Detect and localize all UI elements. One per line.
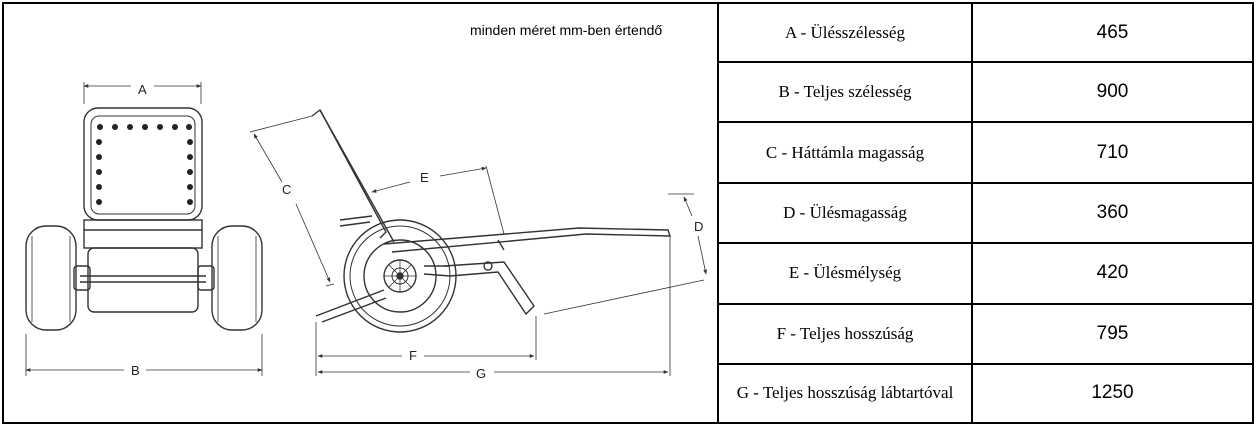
table-row: A - Ülésszélesség 465 — [719, 4, 1252, 64]
spec-label: C - Háttámla magasság — [719, 122, 973, 184]
spec-label: D - Ülésmagasság — [719, 182, 973, 245]
dim-label-c: C — [282, 182, 291, 197]
spec-value: 465 — [972, 4, 1252, 64]
spec-sheet: minden méret mm-ben értendő — [2, 2, 1254, 424]
side-view — [249, 108, 707, 376]
spec-value: 710 — [972, 122, 1252, 184]
spec-label: E - Ülésmélység — [719, 243, 973, 305]
table-row: G - Teljes hosszúság lábtartóval 1250 — [719, 363, 1252, 422]
drawing-panel: minden méret mm-ben értendő — [4, 4, 719, 422]
dim-label-g: G — [476, 366, 486, 381]
spec-value: 420 — [972, 243, 1252, 305]
table-row: C - Háttámla magasság 710 — [719, 122, 1252, 184]
spec-value: 900 — [972, 62, 1252, 124]
dim-label-e: E — [420, 170, 429, 185]
dim-label-f: F — [409, 348, 417, 363]
dim-label-a: A — [138, 82, 147, 97]
dim-label-d: D — [694, 219, 703, 234]
spec-value: 1250 — [1091, 382, 1134, 404]
spec-label: F - Teljes hosszúság — [719, 303, 973, 365]
front-view — [25, 82, 263, 376]
unit-note: minden méret mm-ben értendő — [470, 22, 663, 38]
table-row: E - Ülésmélység 420 — [719, 243, 1252, 305]
table-row: F - Teljes hosszúság 795 — [719, 303, 1252, 365]
spec-label: A - Ülésszélesség — [719, 4, 973, 64]
backrest-rivets — [96, 124, 193, 205]
spec-value: 795 — [972, 303, 1252, 365]
table-row: D - Ülésmagasság 360 — [719, 182, 1252, 245]
beach-wheelchair-drawing: A B — [25, 82, 707, 381]
spec-label: G - Teljes hosszúság lábtartóval — [719, 363, 973, 422]
dimension-table: A - Ülésszélesség 465 B - Teljes széless… — [719, 4, 1252, 422]
spec-label: B - Teljes szélesség — [719, 62, 973, 124]
spec-value: 360 — [972, 182, 1252, 245]
dim-label-b: B — [131, 363, 140, 378]
table-row: B - Teljes szélesség 900 — [719, 62, 1252, 124]
